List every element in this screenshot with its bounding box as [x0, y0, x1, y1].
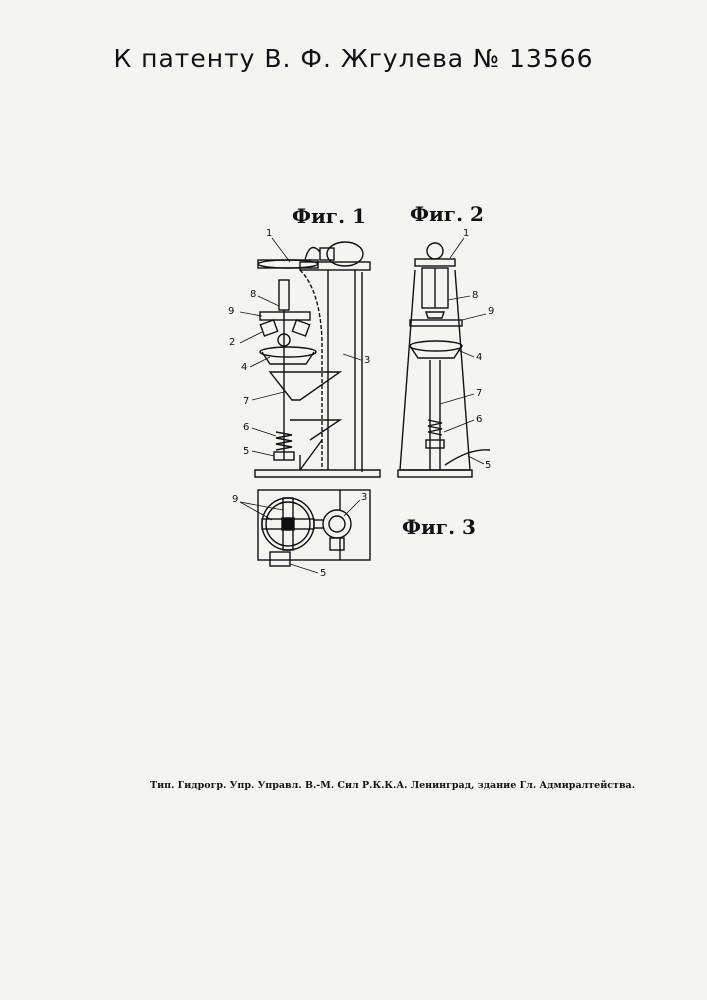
fig2-callout-8: 8: [472, 290, 478, 301]
fig1-callout-5: 5: [243, 446, 249, 457]
fig2-callout-5: 5: [485, 460, 491, 471]
figure-3-drawing: [258, 490, 370, 566]
fig3-callout-9: 9: [232, 494, 238, 505]
fig2-callout-9: 9: [488, 306, 494, 317]
fig3-callout-3: 3: [361, 492, 367, 503]
fig1-callout-9: 9: [228, 306, 234, 317]
fig1-callout-3: 3: [364, 355, 370, 366]
fig1-callout-1: 1: [266, 228, 272, 239]
figure-1-drawing: [255, 242, 380, 477]
fig1-callout-8: 8: [250, 289, 256, 300]
fig1-callout-7: 7: [243, 396, 249, 407]
fig2-callout-6: 6: [476, 414, 482, 425]
fig1-callout-4: 4: [241, 362, 247, 373]
fig2-callout-4: 4: [476, 352, 482, 363]
fig1-callout-6: 6: [243, 422, 249, 433]
fig2-callout-7: 7: [476, 388, 482, 399]
printer-imprint: Тип. Гидрогр. Упр. Управл. В.-М. Сил Р.К…: [150, 780, 600, 791]
fig2-callout-1: 1: [463, 228, 469, 239]
fig3-callout-5: 5: [320, 568, 326, 579]
fig1-callout-2: 2: [229, 337, 235, 348]
